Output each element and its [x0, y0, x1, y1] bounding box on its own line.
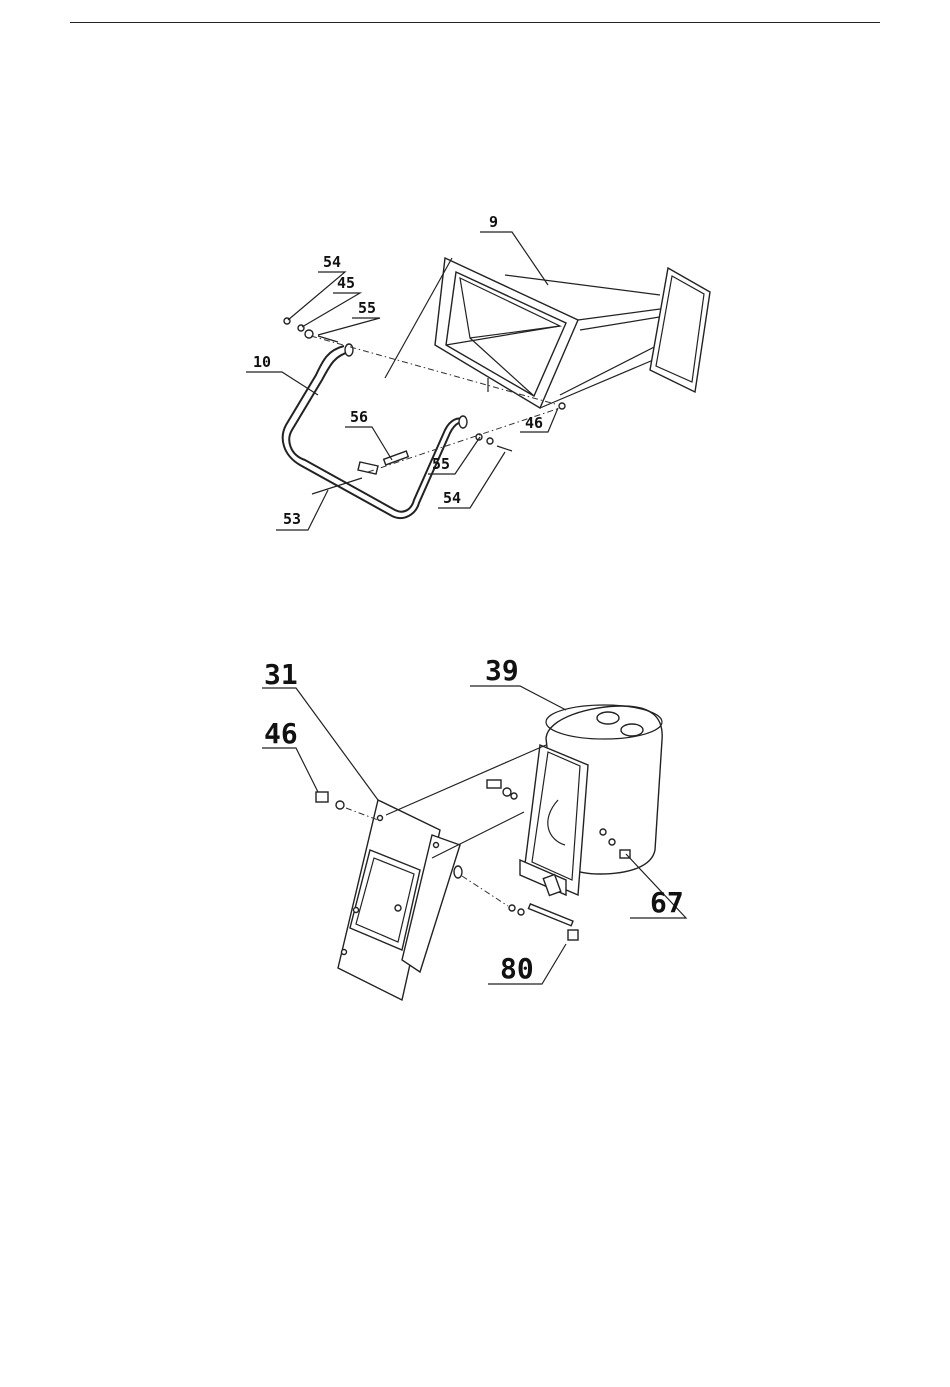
callout-46-top: 46	[525, 414, 543, 432]
callout-31: 31	[264, 658, 298, 691]
callout-53: 53	[283, 510, 301, 528]
callout-9: 9	[489, 213, 498, 231]
callout-80: 80	[500, 952, 534, 985]
callout-45: 45	[337, 274, 355, 292]
fasteners-bottom	[316, 745, 578, 940]
callout-55-bottom: 55	[432, 455, 450, 473]
callout-39: 39	[485, 654, 519, 687]
leaders-bottom	[262, 686, 686, 984]
callout-54-top: 54	[323, 253, 341, 271]
callout-46-bottom: 46	[264, 717, 298, 750]
callout-54-bottom: 54	[443, 489, 461, 507]
housing-assembly	[520, 705, 662, 896]
plate-assembly	[338, 800, 462, 1000]
callout-55-top: 55	[358, 299, 376, 317]
chute-assembly	[435, 258, 710, 408]
callout-10: 10	[253, 353, 271, 371]
callout-56: 56	[350, 408, 368, 426]
diagram-top: 54 45 55 10 9 56 46 55 54 53	[0, 0, 950, 560]
callout-67: 67	[650, 886, 684, 919]
